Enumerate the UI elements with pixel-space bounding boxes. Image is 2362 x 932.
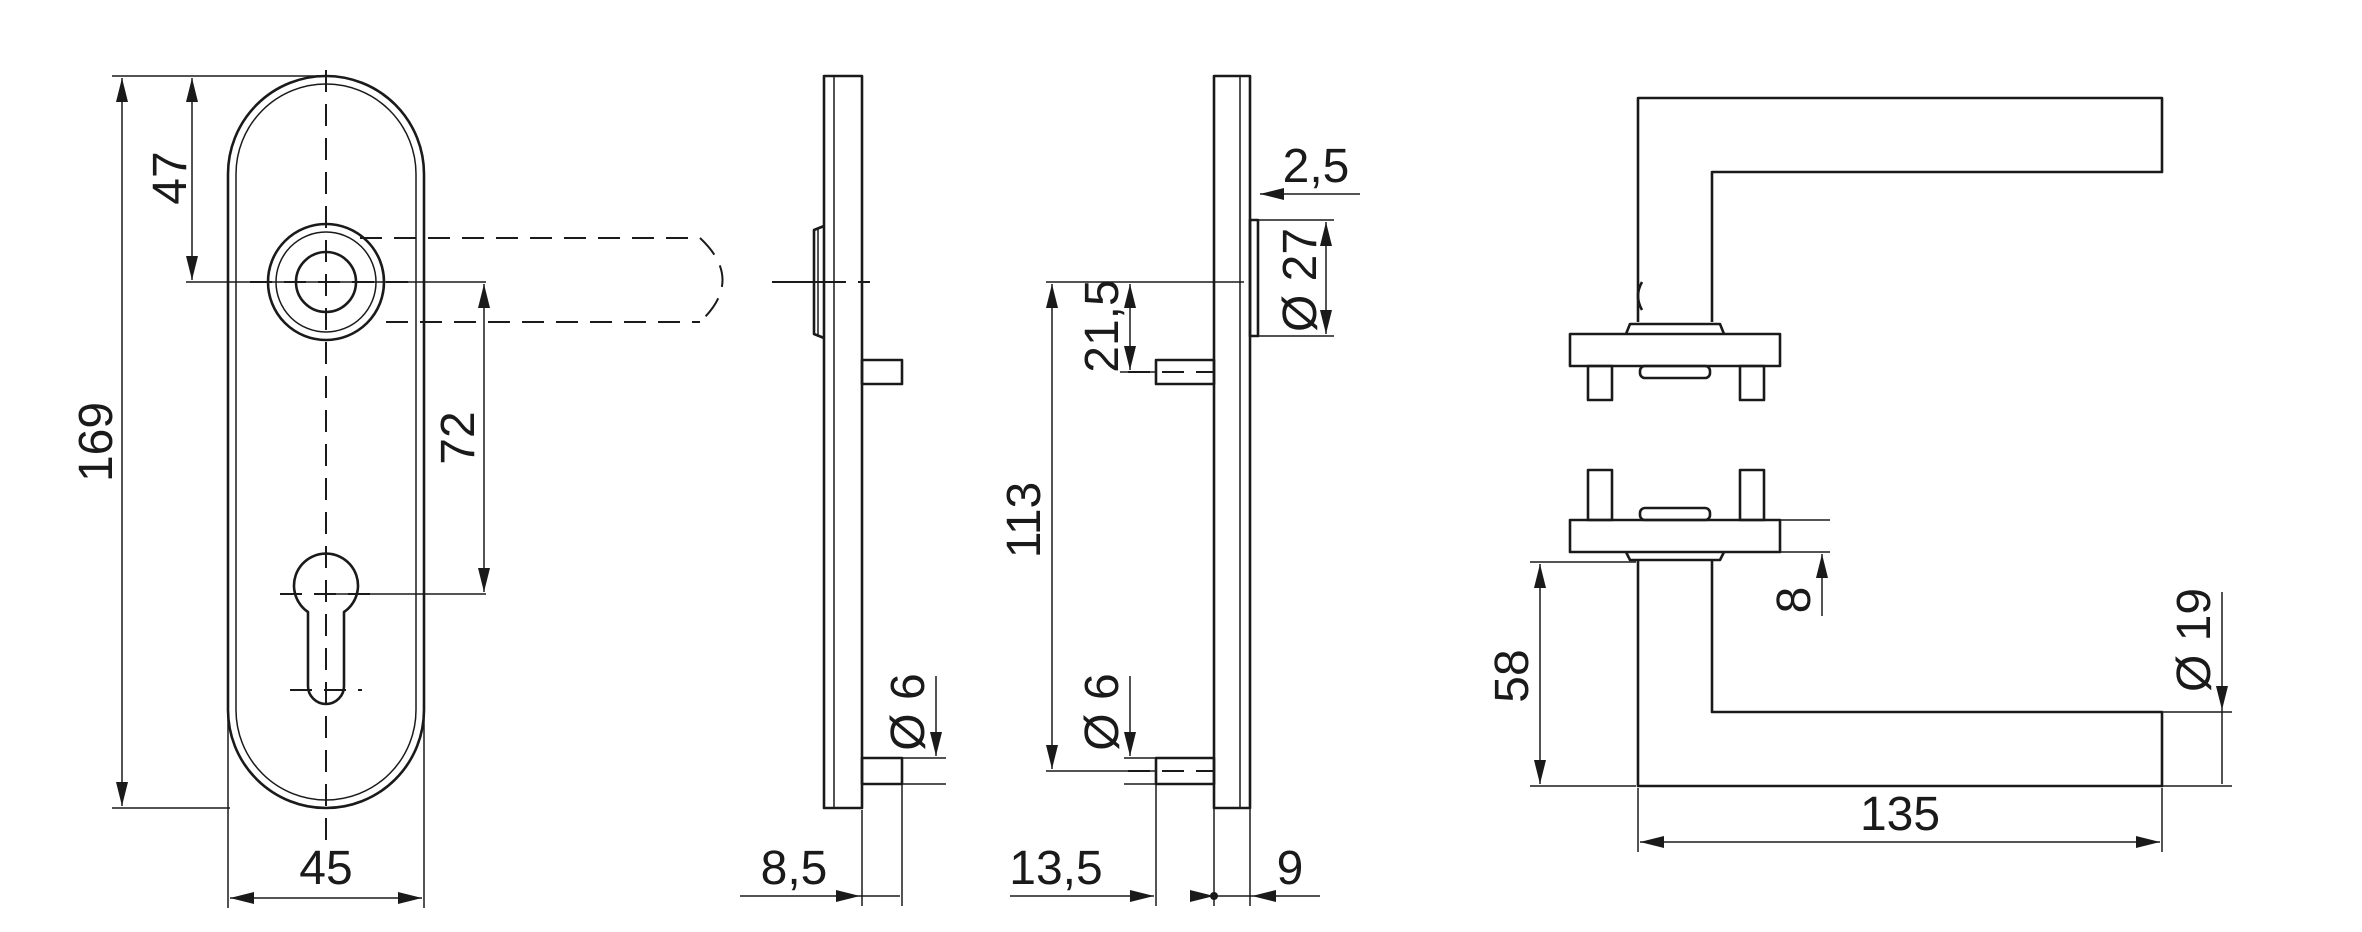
- side1-lower-pin: [860, 756, 904, 786]
- side-view-2: 2,5 Ø 27 21,5 113 Ø 6 13,5: [998, 74, 1360, 906]
- front-view: 47 169 72 45: [70, 70, 840, 908]
- lower-rose-plate: [1568, 518, 1782, 554]
- upper-rose-pin-left: [1586, 364, 1614, 402]
- dim-47-arrow-bottom: [186, 256, 198, 280]
- dim-handle-height-label: 58: [1486, 649, 1539, 702]
- keyhole-cutout: [292, 552, 360, 706]
- side2-plate: [1212, 74, 1252, 810]
- side1-upper-pin: [860, 358, 904, 386]
- upper-rose-hub: [1638, 364, 1712, 380]
- dim-side2-spindle-to-lower-pin-label: 113: [998, 482, 1051, 559]
- dim-handle-length-label: 135: [1860, 788, 1940, 841]
- dim-47-arrow-top: [186, 78, 198, 102]
- dim-45-arrow-right: [398, 892, 422, 904]
- dim-169-label: 169: [70, 402, 123, 482]
- dim-bar-diameter-label: Ø 19: [2168, 588, 2221, 692]
- lower-lever-handle: [1636, 560, 2164, 788]
- dim-rose-thickness-label: 8: [1768, 587, 1821, 614]
- upper-lever-handle: [1636, 96, 2164, 322]
- dim-side2-collar-diameter-label: Ø 27: [1274, 228, 1327, 332]
- dim-side1-thickness-label: 8,5: [761, 842, 828, 895]
- dim-side2-pin-label: Ø 6: [1076, 673, 1129, 750]
- lower-rose-hub: [1638, 506, 1712, 522]
- side-view-1: Ø 6 8,5: [740, 74, 946, 906]
- dim-72-label: 72: [432, 411, 485, 464]
- dim-side2-spindle-to-pin-label: 21,5: [1076, 279, 1129, 372]
- upper-rose-plate: [1568, 332, 1782, 368]
- dim-45-label: 45: [299, 842, 352, 895]
- dim-side2-plate-thickness-label: 9: [1277, 842, 1304, 895]
- side1-collar: [812, 224, 825, 340]
- dim-169-arrow-top: [116, 78, 128, 102]
- handle-views: 8 Ø 19 58 135: [1486, 96, 2232, 852]
- handle-phantom-outline: [360, 237, 840, 323]
- lower-rose-pin-right: [1738, 468, 1766, 522]
- side1-plate: [822, 74, 864, 810]
- upper-rose-pin-right: [1738, 364, 1766, 402]
- dim-169-arrow-bottom: [116, 782, 128, 806]
- lower-rose-pin-left: [1586, 468, 1614, 522]
- dim-72-arrow-top: [478, 284, 490, 308]
- side2-collar: [1248, 218, 1260, 338]
- dim-72-arrow-bottom: [478, 568, 490, 592]
- dim-45-arrow-left: [230, 892, 254, 904]
- dim-side2-pin-length-label: 13,5: [1009, 842, 1102, 895]
- dim-side2-collar-offset-label: 2,5: [1283, 140, 1350, 193]
- dim-side1-pin-label: Ø 6: [882, 673, 935, 750]
- dim-47-label: 47: [144, 151, 197, 204]
